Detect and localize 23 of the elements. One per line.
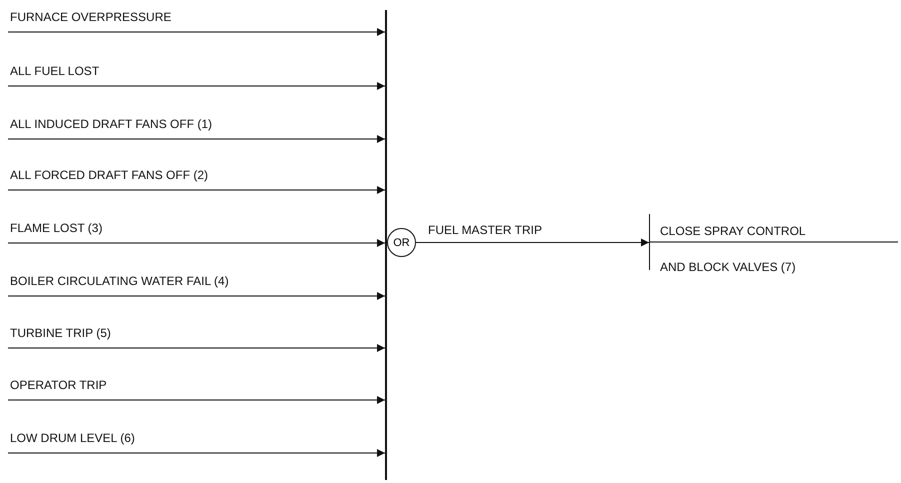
arrow <box>416 238 650 246</box>
input-condition-label: ALL INDUCED DRAFT FANS OFF (1) <box>10 117 212 131</box>
input-condition-label: FLAME LOST (3) <box>10 221 102 235</box>
input-condition-label: ALL FORCED DRAFT FANS OFF (2) <box>10 168 208 182</box>
arrow <box>8 396 386 404</box>
arrow <box>8 344 386 352</box>
edge-label: FUEL MASTER TRIP <box>428 222 542 236</box>
or-gate: OR <box>387 228 416 257</box>
arrow <box>8 82 386 90</box>
input-condition-label: LOW DRUM LEVEL (6) <box>10 431 135 445</box>
arrow <box>8 292 386 300</box>
input-condition-label: FURNACE OVERPRESSURE <box>10 10 172 24</box>
input-condition-label: BOILER CIRCULATING WATER FAIL (4) <box>10 274 229 288</box>
input-condition-label: ALL FUEL LOST <box>10 64 100 78</box>
arrow <box>8 449 386 457</box>
action-text: CLOSE SPRAY CONTROL <box>660 224 806 238</box>
input-condition-label: OPERATOR TRIP <box>10 378 107 392</box>
input-condition-label: TURBINE TRIP (5) <box>10 326 111 340</box>
arrow <box>8 186 386 194</box>
arrow <box>8 239 386 247</box>
action-text: AND BLOCK VALVES (7) <box>660 260 796 274</box>
arrow <box>8 135 386 143</box>
arrow <box>8 28 386 36</box>
